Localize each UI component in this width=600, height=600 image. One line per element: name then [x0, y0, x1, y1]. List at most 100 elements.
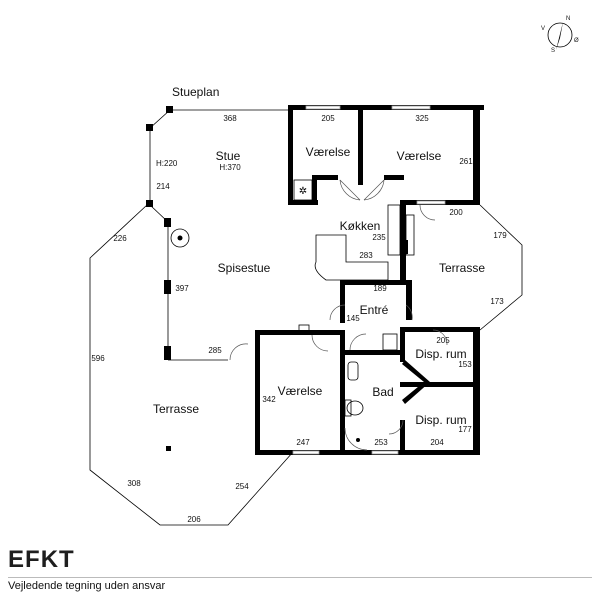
wall [358, 105, 363, 185]
dim-308: 308 [127, 479, 141, 488]
dim-205-top: 205 [321, 114, 335, 123]
dim-397: 397 [175, 284, 189, 293]
wall [340, 280, 410, 285]
post [166, 446, 171, 451]
compass-v: V [541, 26, 545, 32]
label-koekken: Køkken [340, 219, 381, 233]
label-terrasse-left: Terrasse [153, 402, 199, 416]
wall [255, 330, 345, 335]
compass-n: N [566, 16, 570, 22]
fireplace [170, 228, 190, 248]
label-entre: Entré [360, 303, 389, 317]
drain [356, 438, 360, 442]
dim-254: 254 [235, 482, 249, 491]
dim-342: 342 [262, 395, 276, 404]
label-h220: H:220 [156, 159, 178, 168]
label-spisestue: Spisestue [218, 261, 271, 275]
dim-153: 153 [458, 360, 472, 369]
door-arc [229, 343, 249, 361]
wall [255, 450, 405, 455]
wall [288, 105, 293, 205]
wall [255, 330, 260, 455]
dim-226: 226 [113, 234, 127, 243]
wall [400, 420, 405, 455]
kitchen-counter-right [387, 204, 401, 256]
window [416, 200, 446, 205]
efkt-logo: EFKT [8, 546, 75, 573]
dim-596: 596 [91, 354, 105, 363]
floor-plan: ✲ N Ø S V [89, 16, 579, 526]
wall [312, 175, 317, 205]
dim-261: 261 [459, 157, 473, 166]
wall [288, 200, 318, 205]
sink [347, 361, 359, 381]
dim-235: 235 [372, 233, 386, 242]
label-disp-rum-1: Disp. rum [415, 347, 466, 361]
dim-368: 368 [223, 114, 237, 123]
compass-o: Ø [574, 38, 579, 44]
post [164, 346, 171, 360]
door-arc [405, 304, 413, 321]
wall [400, 382, 478, 387]
door-leaf [363, 179, 385, 201]
shower-arc [344, 427, 368, 451]
dim-214: 214 [156, 182, 170, 191]
door-arc [419, 204, 436, 221]
dim-253: 253 [374, 438, 388, 447]
logo-letter-f: F [25, 546, 41, 573]
wall [312, 175, 338, 180]
label-stueplan: Stueplan [172, 85, 219, 99]
wall [345, 350, 400, 355]
dim-179: 179 [493, 231, 507, 240]
terrace-right-outline [479, 204, 523, 331]
dim-200: 200 [449, 208, 463, 217]
compass-s: S [551, 48, 555, 54]
window [292, 450, 320, 455]
label-terrasse-right: Terrasse [439, 261, 485, 275]
wall [402, 360, 430, 404]
label-vaerelse-top-right: Værelse [397, 149, 442, 163]
door-arc [311, 334, 329, 352]
wall [400, 327, 480, 332]
label-disp-rum-2: Disp. rum [415, 413, 466, 427]
wall [400, 327, 405, 362]
fixture [382, 333, 398, 351]
dim-204: 204 [430, 438, 444, 447]
wall [400, 200, 406, 280]
logo-letter-e: E [8, 546, 26, 573]
wardrobe [293, 179, 313, 201]
window [371, 450, 399, 455]
wall [340, 283, 345, 323]
logo-letter-t: T [59, 546, 75, 573]
dim-285: 285 [208, 346, 222, 355]
door-arc [363, 179, 385, 201]
label-vaerelse-bottom: Værelse [278, 384, 323, 398]
dim-189: 189 [373, 284, 387, 293]
dim-173: 173 [490, 297, 504, 306]
dim-283: 283 [359, 251, 373, 260]
wall [384, 175, 404, 180]
post [164, 218, 171, 227]
compass [547, 22, 573, 50]
footer-divider [8, 577, 592, 578]
wall [473, 327, 480, 455]
dim-177: 177 [458, 425, 472, 434]
footer-tagline: Vejledende tegning uden ansvar [8, 580, 166, 592]
door-arc [349, 333, 367, 351]
door-arc [432, 329, 448, 346]
terrace-left-outline [89, 204, 294, 526]
toilet [346, 400, 364, 416]
dim-325: 325 [415, 114, 429, 123]
label-vaerelse-top-left: Værelse [306, 145, 351, 159]
fixture [298, 324, 310, 332]
dim-145: 145 [346, 314, 360, 323]
post [146, 124, 153, 131]
toilet-tank [344, 399, 352, 417]
dim-205-mid: 205 [436, 336, 450, 345]
door-arc [329, 304, 346, 321]
wall [473, 105, 480, 205]
logo-letter-k: K [40, 546, 60, 573]
dim-206: 206 [187, 515, 201, 524]
door-arc [388, 419, 404, 435]
post [164, 280, 171, 294]
